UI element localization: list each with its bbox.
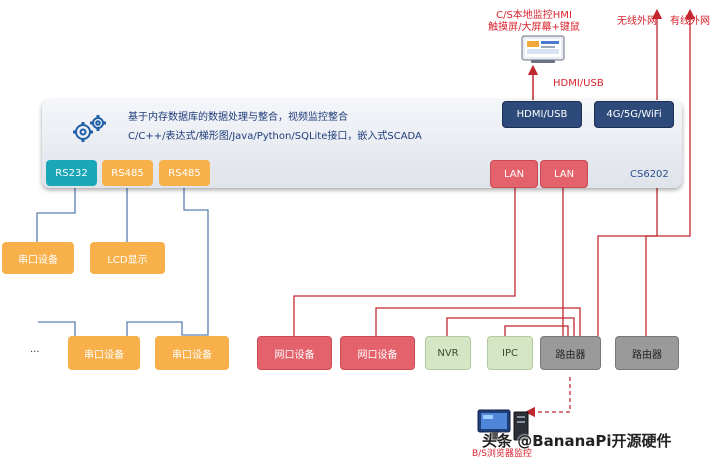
rs485-port-2: RS485 (159, 160, 210, 186)
ipc-device: IPC (487, 336, 533, 370)
browser-monitor-icon (476, 408, 532, 446)
router-2: 路由器 (615, 336, 679, 370)
network-device-2: 网口设备 (340, 336, 415, 370)
lcd-display: LCD显示 (90, 242, 165, 274)
serial-device-3: 串口设备 (155, 336, 229, 370)
panel-desc-line2: C/C++/表达式/梯形图/Java/Python/SQLite接口，嵌入式SC… (128, 131, 422, 142)
wired-label: 有线外网 (670, 16, 710, 27)
serial-device-2: 串口设备 (68, 336, 140, 370)
hmi-screen-icon (521, 35, 565, 65)
rs232-port: RS232 (46, 160, 97, 186)
lan-port-1: LAN (490, 160, 538, 188)
hmi-title-line2: 触摸屏/大屏幕+键鼠 (488, 22, 580, 33)
ellipsis-label: ... (30, 344, 40, 355)
wireless-label: 无线外网 (617, 16, 657, 27)
rs485-port-1: RS485 (102, 160, 153, 186)
browser-monitor-label: B/S浏览器监控 (472, 449, 532, 459)
hdmi-usb-link-label: HDMI/USB (553, 78, 604, 89)
network-device-1: 网口设备 (257, 336, 332, 370)
serial-device-1: 串口设备 (2, 242, 74, 274)
panel-desc-line1: 基于内存数据库的数据处理与整合，视频监控整合 (128, 112, 348, 123)
hdmi-usb-port: HDMI/USB (502, 101, 582, 128)
watermark: 头条 @BananaPi开源硬件 (482, 432, 672, 450)
nvr-device: NVR (425, 336, 471, 370)
model-label: CS6202 (630, 169, 669, 180)
wifi-port: 4G/5G/WiFi (594, 101, 674, 128)
lan-port-2: LAN (540, 160, 588, 188)
router-1: 路由器 (540, 336, 601, 370)
hmi-title-line1: C/S本地监控HMI (496, 10, 572, 21)
gear-icon (70, 112, 110, 146)
